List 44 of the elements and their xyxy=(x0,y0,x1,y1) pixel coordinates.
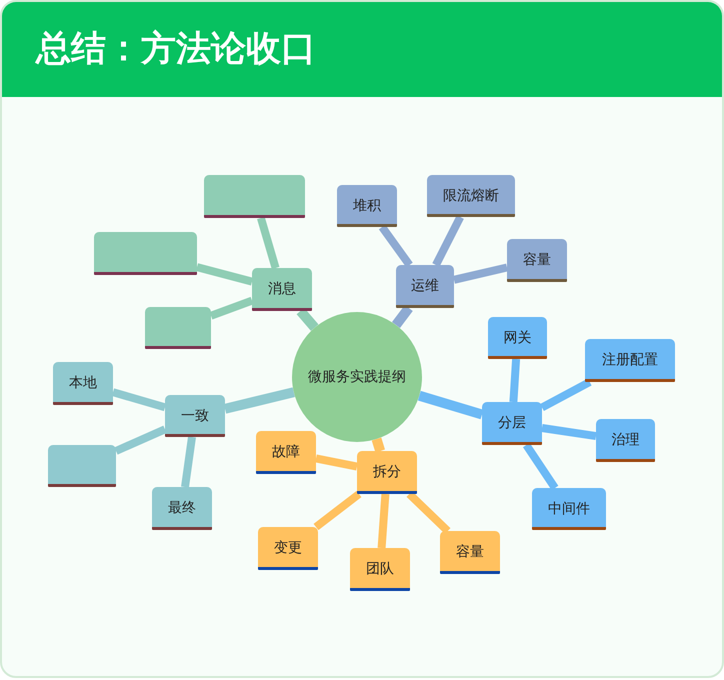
topic-box: 堆积 xyxy=(337,185,397,227)
connector-line xyxy=(196,263,254,286)
connector-line xyxy=(257,216,280,270)
connector-line xyxy=(378,494,390,548)
connector-line xyxy=(418,390,484,420)
topic-box xyxy=(145,307,211,349)
connector-line xyxy=(224,387,295,414)
connector-line xyxy=(540,378,592,412)
topic-box: 治理 xyxy=(596,419,655,462)
connector-line xyxy=(406,491,450,534)
topic-box: 变更 xyxy=(258,527,318,570)
connector-line xyxy=(181,436,196,488)
topic-box xyxy=(204,175,305,218)
connector-line xyxy=(541,424,597,440)
topic-box: 运维 xyxy=(396,265,454,308)
topic-box: 消息 xyxy=(252,268,312,311)
topic-box: 团队 xyxy=(350,548,410,591)
topic-box: 本地 xyxy=(53,362,113,405)
topic-box: 一致 xyxy=(165,395,225,437)
topic-box: 中间件 xyxy=(532,488,606,530)
topic-box: 注册配置 xyxy=(585,339,675,382)
topic-box: 拆分 xyxy=(357,451,417,494)
page-title: 总结：方法论收口 xyxy=(36,28,316,70)
topic-box: 容量 xyxy=(440,531,500,574)
connector-line xyxy=(509,358,520,402)
topic-box xyxy=(48,445,116,487)
connector-line xyxy=(372,438,385,452)
topic-box xyxy=(94,232,197,275)
connector-line xyxy=(453,264,508,284)
topic-box: 容量 xyxy=(507,239,567,282)
connector-line xyxy=(112,388,166,412)
connector-line xyxy=(392,305,413,328)
connector-line xyxy=(315,454,358,471)
connector-line xyxy=(432,215,464,267)
connector-line xyxy=(114,426,167,455)
topic-box: 网关 xyxy=(488,317,547,359)
topic-box: 故障 xyxy=(256,431,316,474)
topic-box: 限流熔断 xyxy=(427,175,515,217)
connector-line xyxy=(314,490,362,530)
connector-line xyxy=(378,224,413,268)
topic-box: 分层 xyxy=(482,402,542,445)
connector-line xyxy=(210,296,254,320)
topic-box: 最终 xyxy=(152,487,212,530)
connector-line xyxy=(522,442,558,490)
